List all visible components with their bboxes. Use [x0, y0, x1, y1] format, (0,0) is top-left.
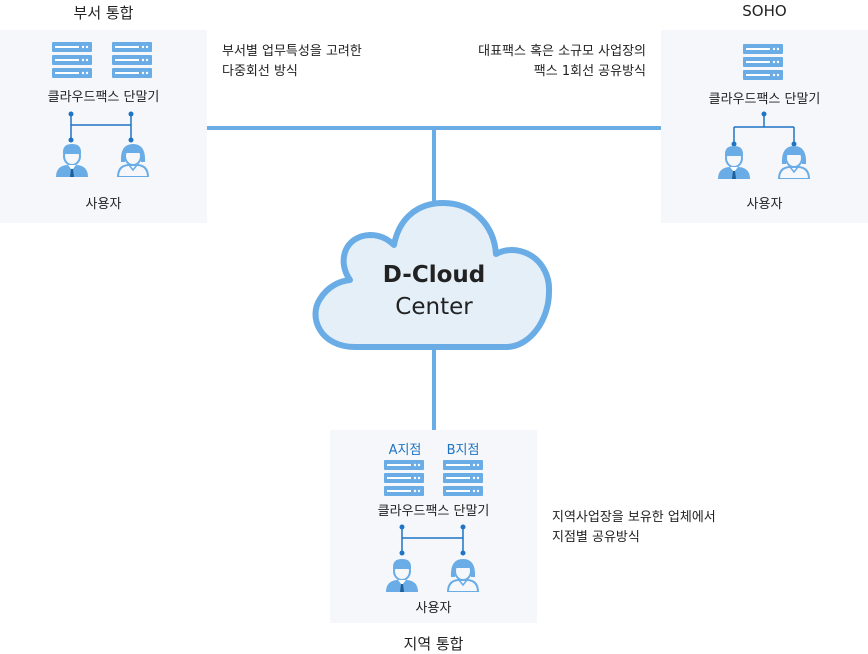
branch-a-label: A지점 [388, 443, 422, 458]
region-description-line-2: 지점별 공유방식 [552, 530, 640, 545]
region-user-label: 사용자 [415, 601, 452, 616]
server-icon [384, 460, 424, 496]
region-connector [399, 524, 466, 556]
server-icon [52, 42, 92, 78]
branch-b-label: B지점 [446, 443, 480, 458]
dept-panel [0, 30, 207, 223]
male-user-icon [386, 559, 418, 592]
region-device-label: 클라우드팩스 단말기 [377, 504, 490, 519]
soho-title: SOHO [742, 2, 787, 20]
female-user-icon [777, 146, 811, 179]
soho-description-line-1: 대표팩스 혹은 소규모 사업장의 [478, 44, 646, 59]
dept-device-label: 클라우드팩스 단말기 [47, 90, 160, 105]
cloud-icon [312, 200, 553, 350]
dept-description-line-2: 다중회선 방식 [222, 64, 298, 79]
server-icon [743, 44, 783, 80]
male-user-icon [56, 144, 88, 177]
soho-description-line-2: 팩스 1회선 공유방식 [533, 64, 646, 79]
server-icon [443, 460, 483, 496]
dept-description-line-1: 부서별 업무특성을 고려한 [222, 44, 362, 59]
soho-connector [731, 111, 797, 147]
soho-device-label: 클라우드팩스 단말기 [708, 92, 821, 107]
female-user-icon [116, 144, 150, 177]
server-icon [112, 42, 152, 78]
soho-user-label: 사용자 [746, 197, 783, 212]
region-title: 지역 통합 [403, 635, 464, 653]
region-panel [330, 430, 537, 623]
region-description-line-1: 지역사업장을 보유한 업체에서 [552, 510, 716, 525]
male-user-icon [718, 146, 750, 179]
cloud-title: D-Cloud [382, 262, 486, 288]
female-user-icon [446, 559, 480, 592]
cloud-subtitle: Center [395, 294, 473, 320]
dept-title: 부서 통합 [73, 4, 134, 22]
dept-user-label: 사용자 [85, 197, 122, 212]
dept-connector [68, 111, 134, 143]
